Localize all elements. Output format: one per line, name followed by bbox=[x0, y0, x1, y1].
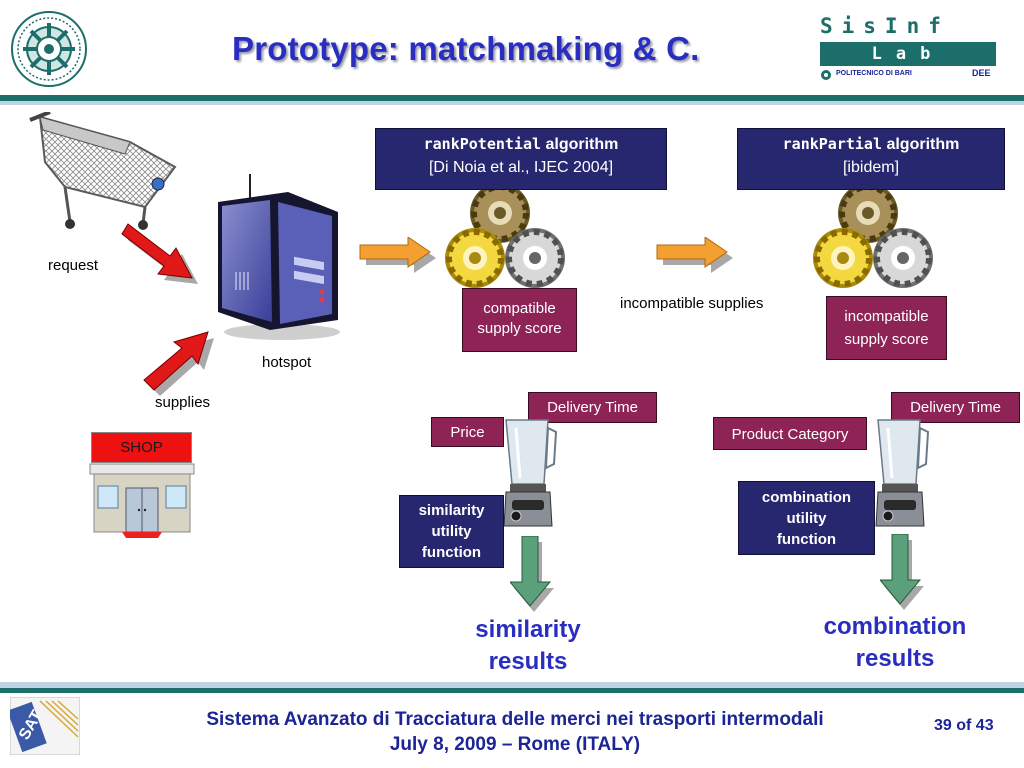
compatible-score-line2: supply score bbox=[477, 320, 562, 337]
server-icon bbox=[218, 174, 340, 340]
combination-results-line2: results bbox=[855, 645, 935, 672]
similarity-results-line2: results bbox=[488, 648, 568, 675]
combination-func-line2: utility bbox=[786, 510, 827, 527]
incompatible-score-line1: incompatible bbox=[844, 308, 929, 325]
sisinf-logo-text: SisInf bbox=[820, 14, 950, 38]
shop-sign: SHOP bbox=[91, 432, 192, 463]
rankpartial-code: rankPartial bbox=[782, 135, 882, 153]
similarity-results-line1: similarity bbox=[475, 616, 581, 643]
lab-logo-text: Lab bbox=[820, 42, 996, 66]
similarity-func-line3: function bbox=[421, 544, 482, 561]
gears-icon bbox=[445, 183, 565, 288]
combination-results-line1: combination bbox=[823, 613, 967, 640]
blender-icon bbox=[503, 419, 558, 527]
shop-icon bbox=[89, 463, 195, 538]
page-number: 39 of 43 bbox=[934, 717, 994, 734]
compatible-score-box: compatible supply score bbox=[462, 288, 577, 352]
delivery-time-tag-right: Delivery Time bbox=[891, 392, 1020, 423]
delivery-time-tag-left: Delivery Time bbox=[528, 392, 657, 423]
footer-line2: July 8, 2009 – Rome (ITALY) bbox=[389, 734, 641, 755]
footer-text: Sistema Avanzato di Tracciatura delle me… bbox=[110, 707, 920, 757]
incompatible-score-box: incompatible supply score bbox=[826, 296, 947, 360]
politecnico-seal-icon bbox=[11, 11, 87, 87]
rankpartial-box: rankPartial algorithm [ibidem] bbox=[737, 128, 1005, 190]
page-title: Prototype: matchmaking & C. bbox=[232, 30, 700, 67]
green-arrow-right bbox=[880, 534, 924, 610]
footer-rule bbox=[0, 688, 1024, 693]
politecnico-text: POLITECNICO DI BARI bbox=[836, 70, 912, 77]
rankpotential-word: algorithm bbox=[545, 136, 619, 153]
product-category-tag: Product Category bbox=[713, 417, 867, 450]
footer-rule-light bbox=[0, 682, 1024, 688]
blender-icon-right bbox=[875, 419, 930, 527]
similarity-results: similarity results bbox=[440, 614, 616, 678]
header-rule bbox=[0, 95, 1024, 101]
sat-logo-icon: SAT bbox=[10, 697, 80, 755]
dee-text: DEE bbox=[972, 68, 991, 78]
incompatible-score-line2: supply score bbox=[844, 331, 929, 348]
incompatible-supplies-label: incompatible supplies bbox=[620, 295, 764, 312]
price-tag: Price bbox=[431, 417, 504, 447]
orange-arrow-left bbox=[359, 237, 436, 273]
orange-arrow-right bbox=[656, 237, 733, 273]
request-label: request bbox=[48, 257, 99, 274]
rankpotential-box: rankPotential algorithm [Di Noia et al.,… bbox=[375, 128, 667, 190]
header-rule-light bbox=[0, 101, 1024, 105]
combination-function-box: combination utility function bbox=[738, 481, 875, 555]
gears-icon-right bbox=[813, 183, 933, 288]
rankpotential-ref: [Di Noia et al., IJEC 2004] bbox=[428, 159, 614, 176]
compatible-score-line1: compatible bbox=[483, 300, 556, 317]
combination-results: combination results bbox=[800, 611, 990, 675]
hotspot-label: hotspot bbox=[262, 354, 312, 371]
similarity-func-line1: similarity bbox=[418, 502, 485, 519]
footer-line1: Sistema Avanzato di Tracciatura delle me… bbox=[206, 709, 824, 730]
rankpartial-ref: [ibidem] bbox=[842, 159, 900, 176]
similarity-function-box: similarity utility function bbox=[399, 495, 504, 568]
rankpartial-word: algorithm bbox=[886, 136, 960, 153]
green-arrow-left bbox=[510, 536, 554, 612]
request-arrow bbox=[121, 223, 198, 284]
rankpotential-code: rankPotential bbox=[423, 135, 542, 153]
politecnico-mini-icon bbox=[821, 70, 831, 80]
combination-func-line1: combination bbox=[761, 489, 852, 506]
similarity-func-line2: utility bbox=[431, 523, 472, 540]
supplies-arrow bbox=[143, 331, 214, 396]
combination-func-line3: function bbox=[776, 531, 837, 548]
shopping-cart-icon bbox=[29, 112, 177, 230]
supplies-label: supplies bbox=[155, 394, 211, 411]
